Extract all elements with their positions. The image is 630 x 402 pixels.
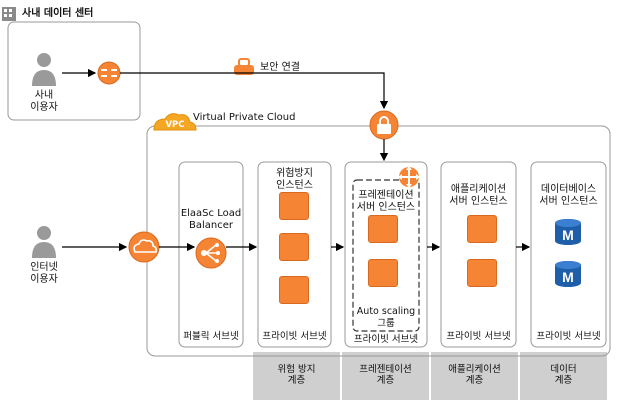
application-tier-line2: 계층 [465,375,484,386]
autoscaling-label: Auto scaling 그룹 [353,306,419,330]
internet-user-label: 인터넷 이용자 [20,262,68,286]
internet-user-icon [32,226,56,258]
vpn-connection-label: 보안 연결 [260,62,300,73]
presentation-tier-line1: 프레젠테이션 [359,364,412,375]
svg-text:M: M [562,227,574,243]
vpc-title: Virtual Private Cloud [193,112,296,123]
application-subnet-box [440,161,517,348]
waf-instance [279,192,309,220]
waf-instance [279,233,309,261]
presentation-instance [368,215,398,243]
autoscaling-label-line2: 그룹 [377,318,395,329]
data-tier-line2: 계층 [554,375,573,386]
load-balancer-label-line2: Balancer [189,220,233,231]
application-title-line1: 애플리케이션 [450,184,507,195]
corporate-user-label-line2: 이용자 [30,102,58,113]
presentation-title-line1: 프레젠테이션 [358,190,414,201]
database-subnet-box [530,161,607,348]
presentation-title-line2: 서버 인스턴스 [356,202,416,213]
database-subnet-label: 프라이빗 서브넷 [536,331,601,342]
internet-user-label-line1: 인터넷 [30,262,58,273]
presentation-tier-line2: 계층 [376,375,395,386]
vpc-cloud-icon [153,113,197,131]
datacenter-box [7,21,141,121]
svg-text:M: M [562,269,574,285]
public-subnet-label: 퍼블릭 서브넷 [183,331,239,342]
database-title-line2: 서버 인스턴스 [539,196,598,207]
application-instance [467,259,497,287]
application-title-line2: 서버 인스턴스 [449,196,508,207]
corporate-user-icon [32,53,56,86]
database-icon: M [555,261,581,287]
presentation-tier-label: 프레젠테이션 계층 [342,364,429,386]
presentation-instance-title: 프레젠테이션 서버 인스턴스 [345,190,427,214]
presentation-instance [368,259,398,287]
application-instance [467,215,497,243]
application-tier-line1: 애플리케이션 [448,364,501,375]
presentation-subnet-label: 프라이빗 서브넷 [353,334,419,345]
tier-bands [253,352,607,400]
waf-tier-label: 위험 방지 계층 [253,364,340,386]
building-icon [2,7,16,21]
application-instance-title: 애플리케이션 서버 인스턴스 [441,184,516,208]
autoscaling-label-line1: Auto scaling [356,306,416,317]
database-instance-title: 데이터베이스 서버 인스턴스 [531,184,606,208]
corporate-user-label: 사내 이용자 [24,90,64,114]
autoscaling-group-box [352,179,420,332]
data-tier-label: 데이터 계층 [520,364,607,386]
waf-instance [279,276,309,304]
waf-instance-title: 위험방지 인스턴스 [258,168,331,192]
autoscaling-icon [398,166,420,188]
internet-user-label-line2: 이용자 [30,274,58,285]
data-tier-line1: 데이터 [550,364,577,375]
corporate-user-label-line1: 사내 [34,90,54,101]
customer-gateway-icon [97,61,121,85]
internet-gateway-icon [128,231,160,263]
waf-title-line2: 인스턴스 [276,180,313,191]
load-balancer-label: ElaaSc Load Balancer [179,208,243,232]
vpc-badge: VPC [165,120,185,130]
waf-tier-line1: 위험 방지 [277,364,316,375]
waf-title-line1: 위험방지 [276,168,313,179]
connectors [62,68,531,252]
load-balancer-icon [195,237,227,269]
datacenter-title: 사내 데이터 센터 [22,8,94,19]
database-title-line1: 데이터베이스 [540,184,597,195]
load-balancer-label-line1: ElaaSc Load [180,208,242,219]
waf-subnet-label: 프라이빗 서브넷 [262,331,327,342]
waf-tier-line2: 계층 [287,375,306,386]
presentation-subnet-box [344,161,428,348]
vpn-gateway-lock-icon [369,110,399,140]
database-icon: M [555,219,581,245]
application-subnet-label: 프라이빗 서브넷 [446,331,511,342]
application-tier-label: 애플리케이션 계층 [431,364,518,386]
